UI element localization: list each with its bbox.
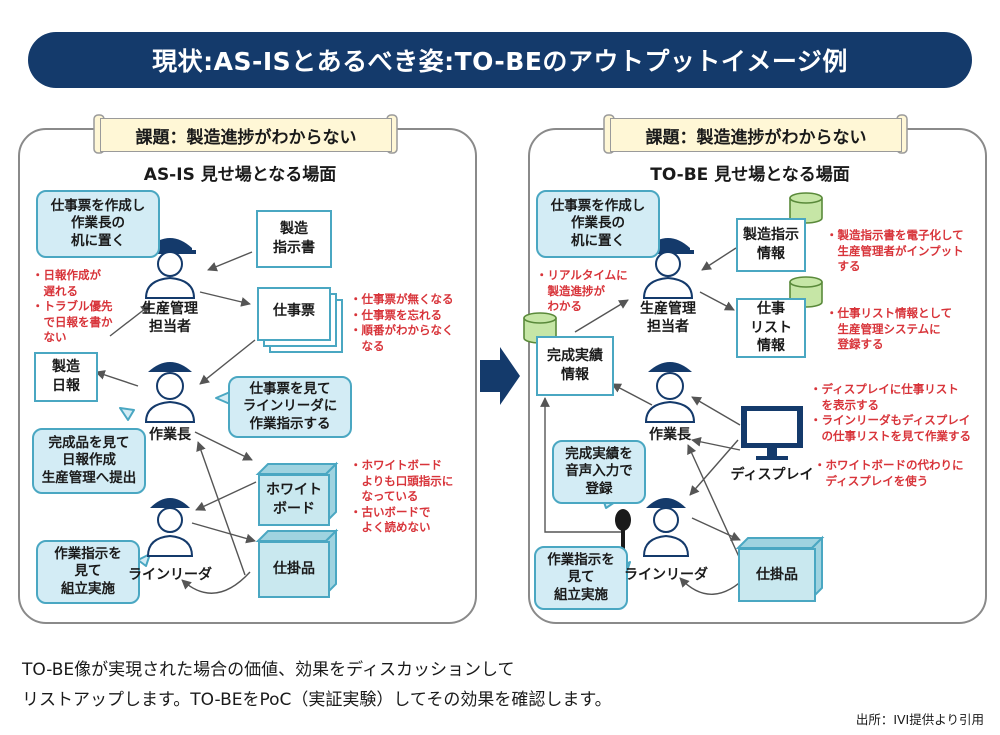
asis-foreman-label: 作業長 — [149, 427, 191, 443]
asis-manager-icon — [144, 238, 196, 299]
ticket-stack — [257, 287, 343, 353]
asis-foreman-icon — [144, 362, 196, 423]
page-title: 現状:AS-ISとあるべき姿:TO-BEのアウトプットイメージ例 — [28, 32, 972, 88]
db-cylinder-instruction — [789, 192, 823, 224]
source-credit: 出所：IVI提供より引用 — [855, 712, 984, 727]
asis-manager-label: 生産管理担当者 — [142, 301, 198, 336]
asis-bubble-report: 完成品を見て日報作成生産管理へ提出 — [32, 428, 146, 494]
asis-bubble-foreman: 仕事票を見てラインリーダに作業指示する — [228, 376, 352, 438]
tobe-foreman-label: 作業長 — [649, 427, 691, 443]
tobe-realtime-note: ・リアルタイムに 製造進捗が わかる — [536, 268, 628, 314]
tobe-baseline — [544, 525, 625, 533]
asis-issue-scroll: 課題：製造進捗がわからない — [100, 118, 392, 152]
asis-doc-ticket: 仕事票 — [273, 303, 315, 319]
tobe-db-instruction: 製造指示情報 — [736, 218, 806, 272]
asis-doc-instruction: 製造指示書 — [256, 210, 332, 268]
asis-doc-report: 製造日報 — [34, 352, 98, 402]
tobe-bubble-manager: 仕事票を作成し作業長の机に置く — [536, 190, 660, 258]
tobe-instruction-note: ・製造指示書を電子化して 生産管理者がインプット する — [826, 228, 964, 274]
asis-manager-issues: ・日報作成が 遅れる・トラブル優先 で日報を書か ない — [32, 268, 113, 345]
tobe-db-results: 完成実績情報 — [536, 336, 614, 396]
tobe-display-label: ディスプレイ — [730, 467, 814, 483]
tobe-leader-icon — [642, 498, 690, 557]
tobe-bubble-leader: 作業指示を見て組立実施 — [534, 546, 628, 610]
asis-ticket-issues: ・仕事票が無くなる・仕事票を忘れる・順番がわからなく なる — [350, 292, 454, 353]
asis-leader-icon — [146, 498, 194, 557]
asis-wip-box: 仕掛品 — [258, 541, 330, 598]
asis-leader-label: ラインリーダ — [128, 567, 212, 583]
asis-heading: AS-IS 見せ場となる場面 — [143, 165, 337, 185]
footer-text: TO-BE像が実現された場合の価値、効果をディスカッションして リストアップしま… — [22, 660, 612, 710]
tobe-display-note: ・ディスプレイに仕事リスト を表示する・ラインリーダもディスプレイ の仕事リスト… — [810, 382, 971, 443]
tobe-wip-box: 仕掛品 — [738, 548, 816, 602]
tobe-foreman-icon — [644, 362, 696, 423]
tobe-db-joblist: 仕事リスト情報 — [736, 298, 806, 358]
display-monitor-icon — [741, 406, 803, 460]
microphone-icon — [615, 509, 631, 552]
asis-arrows — [95, 251, 257, 594]
transition-arrow — [480, 347, 520, 405]
tobe-heading: TO-BE 見せ場となる場面 — [650, 165, 850, 185]
asis-whiteboard-issues: ・ホワイトボード よりも口頭指示に なっている・古いボードで よく読めない — [350, 458, 454, 535]
tobe-leader-label: ラインリーダ — [624, 567, 708, 583]
asis-whiteboard: ホワイトボード — [258, 474, 330, 526]
tobe-issue-scroll: 課題：製造進捗がわからない — [610, 118, 902, 152]
tobe-bubble-voice: 完成実績を音声入力で登録 — [552, 440, 646, 504]
asis-bubble-manager: 仕事票を作成し作業長の机に置く — [36, 190, 160, 258]
tobe-manager-label: 生産管理担当者 — [640, 301, 696, 336]
tobe-display-note2: ・ホワイトボードの代わりに ディスプレイを使う — [814, 458, 964, 488]
tobe-joblist-note: ・仕事リスト情報として 生産管理システムに 登録する — [826, 306, 953, 352]
tobe-arrows — [540, 247, 749, 595]
asis-bubble-leader: 作業指示を見て組立実施 — [36, 540, 140, 604]
